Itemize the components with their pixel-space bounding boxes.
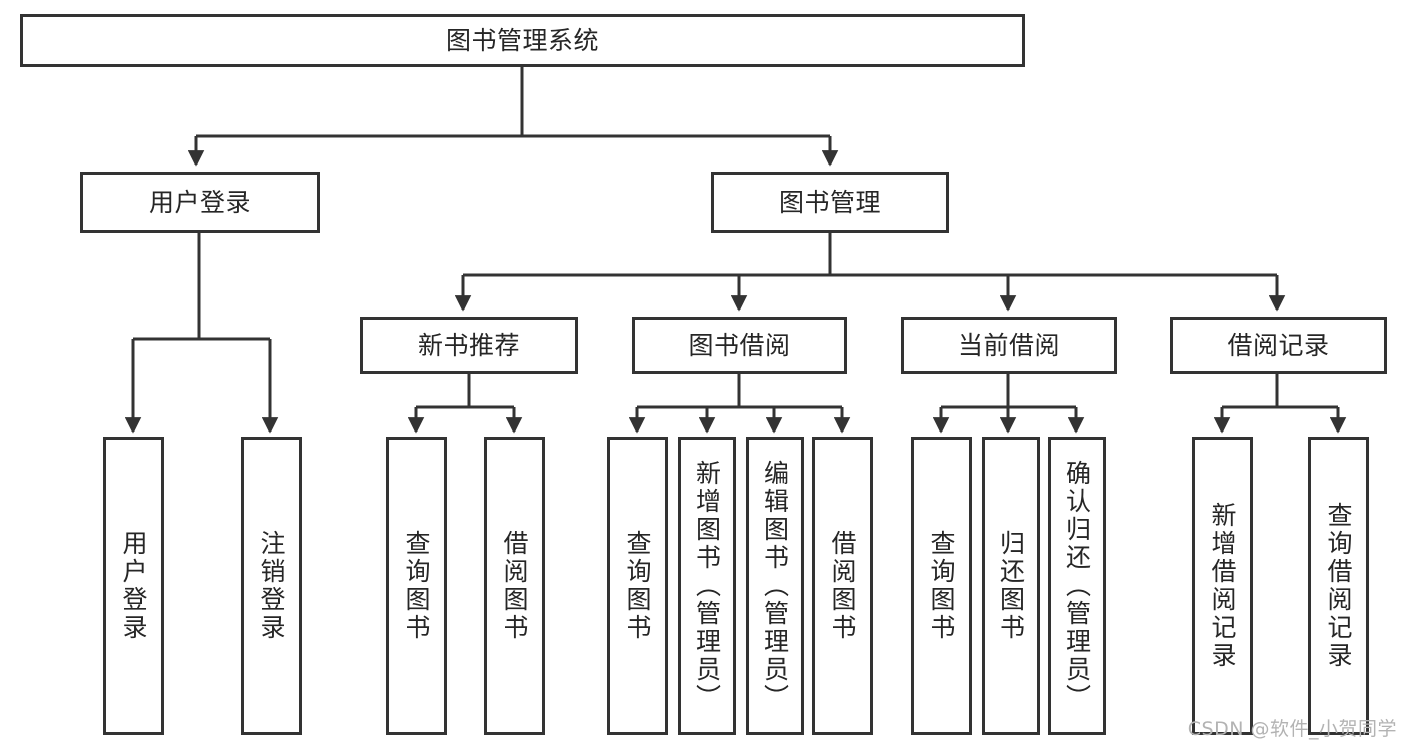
node-label: 图书管理系统	[445, 26, 599, 55]
node-user-login[interactable]: 用户登录	[80, 172, 320, 233]
node-leaf-return-book[interactable]: 归还图书	[982, 437, 1040, 735]
node-leaf-confirm-return-admin[interactable]: 确认归还（管理员）	[1048, 437, 1106, 735]
node-label: 用户登录	[119, 530, 148, 642]
node-label: 图书借阅	[688, 331, 791, 360]
node-leaf-logout[interactable]: 注销登录	[241, 437, 302, 735]
node-label: 编辑图书（管理员）	[760, 460, 790, 712]
node-leaf-query-book-borrow[interactable]: 查询图书	[607, 437, 668, 735]
node-book-borrow[interactable]: 图书借阅	[632, 317, 847, 374]
node-leaf-borrow-book[interactable]: 借阅图书	[812, 437, 873, 735]
node-label: 归还图书	[996, 530, 1026, 642]
node-leaf-edit-book-admin[interactable]: 编辑图书（管理员）	[746, 437, 804, 735]
node-root-book-management-system[interactable]: 图书管理系统	[20, 14, 1025, 67]
node-label: 新增借阅记录	[1208, 502, 1237, 670]
node-label: 新书推荐	[417, 331, 520, 360]
node-label: 借阅图书	[828, 530, 857, 642]
node-label: 确认归还（管理员）	[1062, 460, 1092, 712]
node-label: 查询借阅记录	[1324, 502, 1353, 670]
node-label: 新增图书（管理员）	[692, 460, 722, 712]
node-leaf-borrow-book-recommend[interactable]: 借阅图书	[484, 437, 545, 735]
node-label: 查询图书	[623, 530, 652, 642]
node-leaf-query-book-current[interactable]: 查询图书	[911, 437, 972, 735]
node-label: 借阅记录	[1227, 331, 1330, 360]
node-label: 注销登录	[257, 530, 286, 642]
node-label: 当前借阅	[957, 331, 1060, 360]
node-new-book-recommend[interactable]: 新书推荐	[360, 317, 578, 374]
node-borrow-records[interactable]: 借阅记录	[1170, 317, 1387, 374]
node-label: 查询图书	[927, 530, 956, 642]
node-leaf-add-book-admin[interactable]: 新增图书（管理员）	[678, 437, 736, 735]
node-label: 图书管理	[778, 188, 881, 217]
watermark-text: CSDN @软件_小贺同学	[1187, 718, 1397, 740]
node-leaf-add-borrow-record[interactable]: 新增借阅记录	[1192, 437, 1253, 735]
node-leaf-query-book-recommend[interactable]: 查询图书	[386, 437, 447, 735]
node-book-management[interactable]: 图书管理	[711, 172, 949, 233]
node-label: 用户登录	[148, 188, 251, 217]
node-leaf-query-borrow-record[interactable]: 查询借阅记录	[1308, 437, 1369, 735]
node-leaf-user-login[interactable]: 用户登录	[103, 437, 164, 735]
node-label: 借阅图书	[500, 530, 529, 642]
node-label: 查询图书	[402, 530, 431, 642]
node-current-borrow[interactable]: 当前借阅	[901, 317, 1117, 374]
